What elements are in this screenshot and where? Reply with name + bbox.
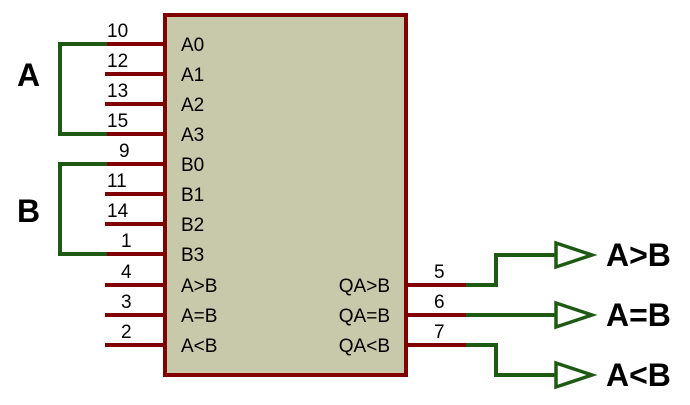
pin-label: A=B (181, 306, 217, 327)
pin-label: A2 (181, 95, 204, 116)
pin-label: A3 (181, 125, 204, 146)
left-pin-3: 15 A3 (105, 111, 204, 146)
pin-label: QA>B (339, 276, 390, 297)
pin-number: 13 (107, 81, 128, 102)
left-pin-9: 3 A=B (105, 292, 217, 327)
pin-label: B1 (181, 185, 204, 206)
left-pin-8: 4 A>B (105, 262, 217, 297)
pin-label: QA=B (339, 306, 390, 327)
pin-number: 1 (121, 231, 132, 252)
pin-number: 9 (119, 141, 130, 162)
left-pin-2: 13 A2 (105, 81, 204, 116)
right-pins: 5 QA>B 6 QA=B 7 QA<B (339, 262, 466, 357)
output-wire-lt (466, 343, 556, 377)
output-label-eq: A=B (606, 297, 671, 333)
pin-number: 11 (107, 171, 127, 192)
right-pin-2: 7 QA<B (339, 322, 466, 357)
chip-body (163, 13, 408, 377)
pin-number: 4 (121, 262, 132, 283)
pin-number: 5 (434, 262, 445, 283)
pin-label: A0 (181, 35, 204, 56)
left-pins: 10 A0 12 A1 13 A2 15 A3 9 B0 (105, 21, 217, 357)
pin-label: A>B (181, 276, 217, 297)
output-wire-gt (466, 253, 556, 287)
pin-number: 6 (434, 292, 445, 313)
pin-label: B2 (181, 215, 204, 236)
pin-label: QA<B (339, 336, 390, 357)
pin-label: A1 (181, 65, 204, 86)
output-label-gt: A>B (606, 237, 671, 273)
output-terminal-lt-arrow-icon (554, 360, 598, 390)
pin-label: B3 (181, 245, 204, 266)
left-pin-4: 9 B0 (105, 141, 204, 176)
right-pin-0: 5 QA>B (339, 262, 466, 297)
left-pin-10: 2 A<B (105, 322, 217, 357)
left-pin-0: 10 A0 (105, 21, 204, 56)
left-pin-5: 11 B1 (105, 171, 204, 206)
output-label-lt: A<B (606, 357, 671, 393)
pin-number: 10 (107, 21, 128, 42)
left-pin-7: 1 B3 (105, 231, 204, 266)
pin-number: 14 (107, 201, 129, 222)
right-pin-1: 6 QA=B (339, 292, 466, 327)
b-bus-wire (58, 162, 107, 256)
pin-number: 3 (121, 292, 132, 313)
left-pin-6: 14 B2 (105, 201, 204, 236)
pin-label: A<B (181, 336, 217, 357)
output-terminal-eq-arrow-icon (554, 300, 598, 330)
pin-label: B0 (181, 155, 204, 176)
pin-number: 2 (121, 322, 132, 343)
input-b-label: B (17, 193, 40, 229)
input-a-label: A (17, 57, 40, 93)
pin-number: 7 (434, 322, 445, 343)
pin-number: 12 (107, 51, 128, 72)
output-terminal-gt-arrow-icon (554, 240, 598, 270)
pin-number: 15 (107, 111, 128, 132)
a-bus-wire (58, 42, 107, 136)
left-pin-1: 12 A1 (105, 51, 204, 86)
